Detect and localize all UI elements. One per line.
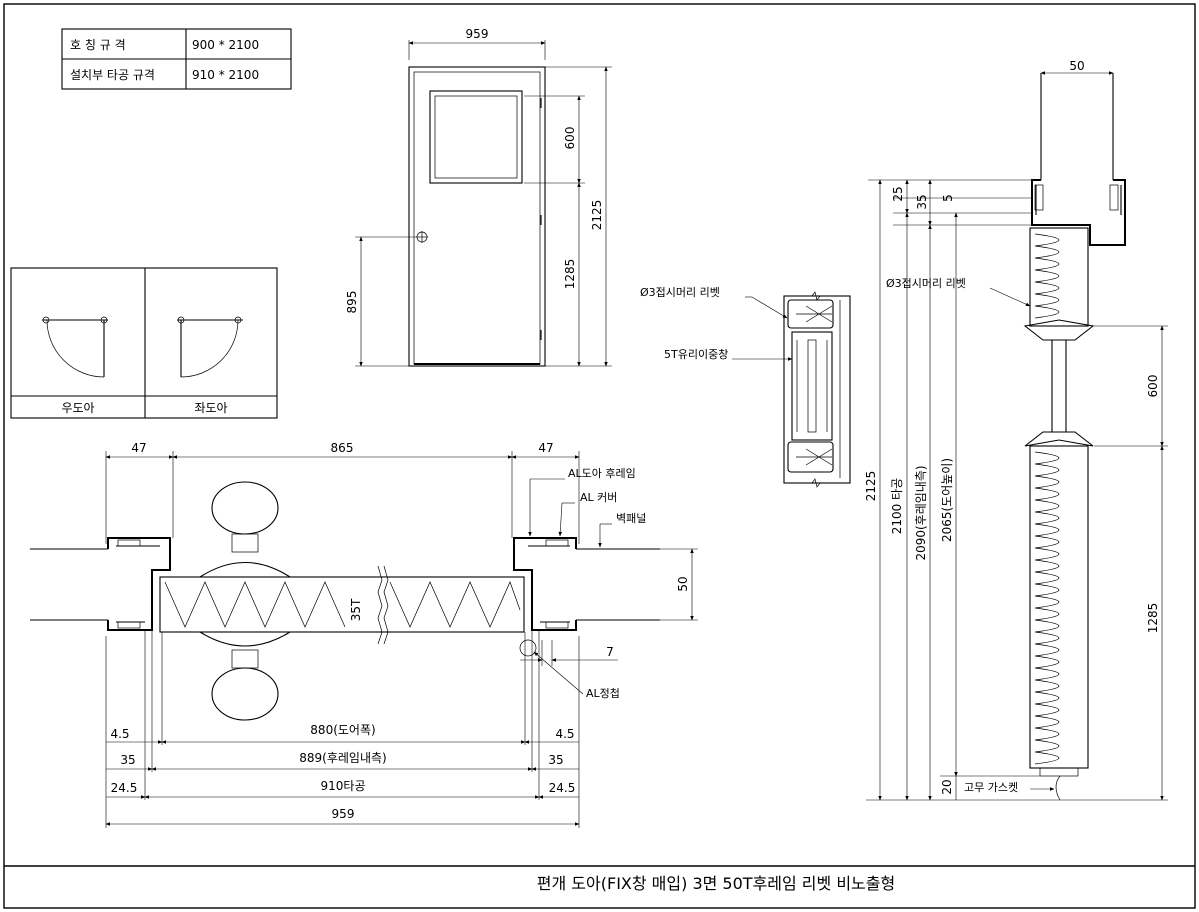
fix-rivet-label: Ø3접시머리 리벳	[640, 286, 720, 299]
plan-top-dim-1: 47	[131, 441, 146, 455]
left-swing-symbol	[177, 316, 243, 378]
plan-row1-center: 880(도어폭)	[310, 723, 375, 737]
right-swing-label: 우도아	[61, 401, 94, 415]
right-swing-symbol	[42, 316, 108, 378]
vs-bottom-gap-dim: 20	[940, 779, 954, 794]
plan-thickness-label: 35T	[349, 598, 363, 621]
plan-section: 35T 47 865 47 50 7 AL도아 후레임	[30, 441, 698, 828]
plan-top-dim-3: 47	[538, 441, 553, 455]
title-text: 편개 도아(FIX창 매입) 3면 50T후레임 리벳 비노출형	[537, 874, 895, 893]
fix-glass-label: 5T유리이중창	[664, 348, 728, 361]
plan-row3-right: 24.5	[549, 781, 576, 795]
elev-window-dim: 600	[563, 127, 577, 150]
plan-frame-label: AL도아 후레임	[568, 467, 636, 480]
left-swing-label: 좌도아	[194, 401, 227, 415]
vs-lower-dim: 1285	[1146, 603, 1160, 634]
plan-row3-left: 24.5	[111, 781, 138, 795]
elev-lower-dim: 1285	[563, 259, 577, 290]
plan-hinge-label: AL정첩	[586, 687, 620, 700]
plan-gap-dim: 7	[606, 645, 614, 659]
spec-row-2-label: 설치부 타공 규격	[70, 68, 155, 82]
elev-handle-dim: 895	[345, 291, 359, 314]
plan-row2-right: 35	[548, 753, 563, 767]
vs-dim-door-height: 2065(도어높이)	[940, 458, 954, 542]
vs-gasket-label: 고무 가스켓	[964, 781, 1018, 794]
swing-legend: 우도아 좌도아	[10, 267, 278, 419]
spec-row-1-label: 호 칭 규 격	[70, 38, 126, 52]
vs-dim-total: 2125	[864, 471, 878, 502]
fix-window-detail: Ø3접시머리 리벳 5T유리이중창	[640, 286, 851, 488]
elev-total-dim: 2125	[590, 200, 604, 231]
spec-row-1-value: 900 * 2100	[192, 38, 259, 52]
vs-dim-opening: 2100 타공	[890, 478, 904, 534]
plan-cover-label: AL 커버	[580, 491, 617, 504]
plan-row1-right: 4.5	[555, 727, 574, 741]
vs-head-dim-3: 5	[941, 194, 955, 202]
vs-top-dim: 50	[1069, 59, 1084, 73]
vertical-section: 50 25 35 5 Ø3접시머리 리벳 2125 2100 타공 2090(후…	[864, 59, 1168, 801]
elev-width-dim: 959	[466, 27, 489, 41]
plan-row3-center: 910타공	[321, 779, 366, 793]
vs-head-dim-2: 35	[915, 194, 929, 209]
plan-wall-label: 벽패널	[616, 512, 646, 525]
spec-table: 호 칭 규 격 900 * 2100 설치부 타공 규격 910 * 2100	[61, 28, 292, 90]
sheet-border	[3, 3, 1196, 909]
knob-upper	[211, 481, 279, 535]
plan-row1-left: 4.5	[110, 727, 129, 741]
plan-row2-center: 889(후레임내측)	[299, 751, 386, 765]
vs-head-dim-1: 25	[891, 186, 905, 201]
spec-row-2-value: 910 * 2100	[192, 68, 259, 82]
knob-lower	[211, 667, 279, 721]
plan-top-dim-2: 865	[331, 441, 354, 455]
vs-rivet-label: Ø3접시머리 리벳	[886, 277, 966, 290]
plan-row2-left: 35	[120, 753, 135, 767]
door-elevation: 959 600 1285 2125 895	[345, 27, 612, 367]
vs-window-dim: 600	[1146, 375, 1160, 398]
plan-wall-dim: 50	[676, 576, 690, 591]
plan-row4-center: 959	[332, 807, 355, 821]
vs-dim-frame-inner: 2090(후레임내측)	[914, 465, 928, 560]
